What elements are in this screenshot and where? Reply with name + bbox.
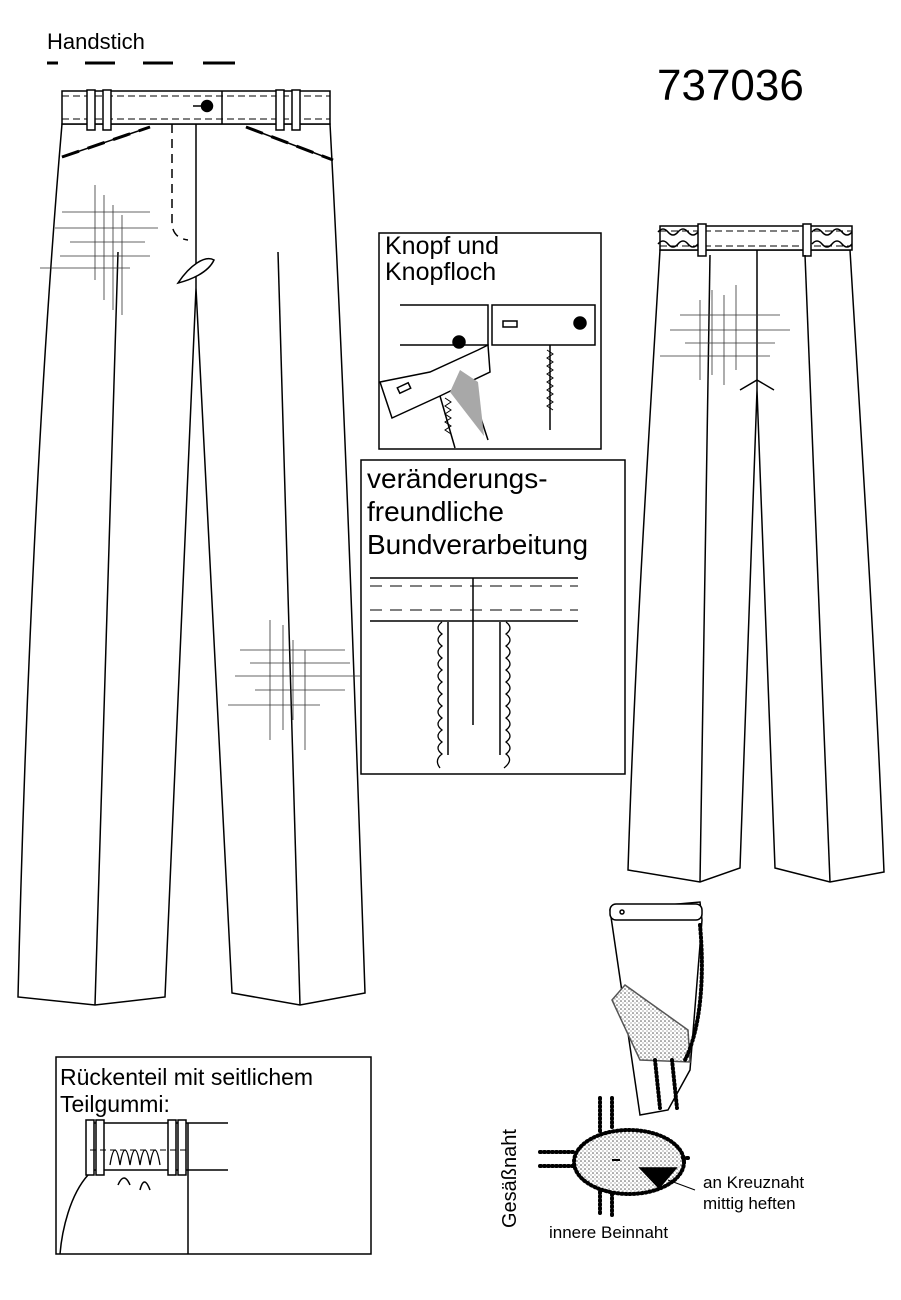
knopf-box-title: Knopf und Knopfloch	[385, 232, 499, 287]
gesaessnaht-label: Gesäßnaht	[499, 1129, 521, 1228]
bund-detail-box	[360, 459, 626, 775]
innere-beinnaht-label: innere Beinnaht	[549, 1223, 669, 1242]
back-trousers-drawing	[627, 223, 885, 883]
rueckenteil-detail-box	[55, 1056, 372, 1255]
kreuznaht-note: an Kreuznaht mittig heften	[703, 1173, 805, 1214]
bund-box-title: veränderungs-freundliche Bundverarbeitun…	[367, 463, 589, 560]
front-trousers-drawing	[17, 89, 366, 1006]
pattern-number: 737036	[657, 61, 804, 110]
rueckenteil-box-title: Rückenteil mit seitlichem Teilgummi:	[60, 1064, 314, 1117]
seat-seam-detail	[538, 901, 704, 1217]
knopf-detail-box	[378, 232, 602, 450]
handstich-label: Handstich	[47, 29, 145, 54]
